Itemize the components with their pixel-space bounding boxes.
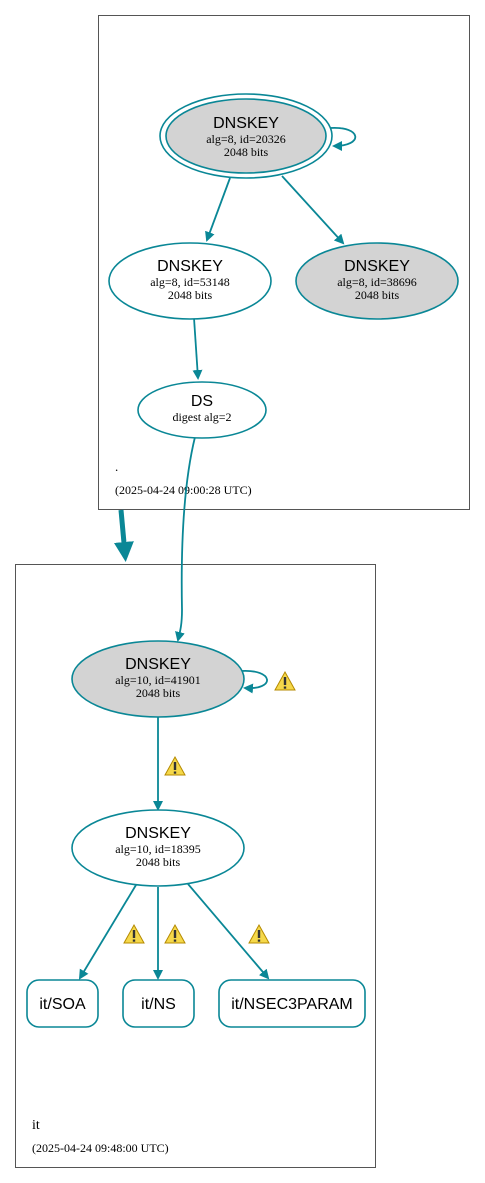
svg-text:2048 bits: 2048 bits [136, 686, 181, 700]
edge-ds-to-it-ksk [175, 436, 196, 642]
node-it-ns[interactable]: it/NS [122, 979, 195, 1028]
svg-text:alg=8, id=20326: alg=8, id=20326 [206, 132, 286, 146]
svg-text:DS: DS [191, 393, 213, 410]
zone-root-name: . [115, 459, 118, 474]
zone-it-timestamp: (2025-04-24 09:48:00 UTC) [32, 1141, 169, 1155]
node-root-ksk[interactable]: DNSKEY alg=8, id=20326 2048 bits [159, 93, 333, 179]
svg-text:DNSKEY: DNSKEY [213, 115, 279, 132]
node-root-zsk[interactable]: DNSKEY alg=8, id=53148 2048 bits [108, 242, 272, 320]
svg-text:2048 bits: 2048 bits [168, 288, 213, 302]
edge-it-ksk-self [240, 670, 268, 694]
edge-ksk-self [329, 127, 357, 151]
edge-zsk-to-ds [192, 317, 203, 380]
edge-ksk-to-zsk [205, 177, 231, 242]
node-it-nsec3param[interactable]: it/NSEC3PARAM [218, 979, 366, 1028]
node-it-soa[interactable]: it/SOA [26, 979, 99, 1028]
warning-icon [274, 671, 296, 691]
edge-ksk-to-key3 [281, 175, 345, 245]
svg-text:2048 bits: 2048 bits [355, 288, 400, 302]
svg-text:it/NSEC3PARAM: it/NSEC3PARAM [231, 996, 353, 1013]
svg-text:alg=8, id=53148: alg=8, id=53148 [150, 275, 230, 289]
zone-it-box [15, 564, 376, 1168]
svg-text:DNSKEY: DNSKEY [344, 258, 410, 275]
edge-it-zsk-to-soa [78, 884, 137, 980]
edge-it-zsk-to-nsec3param [187, 883, 270, 980]
svg-text:DNSKEY: DNSKEY [125, 825, 191, 842]
svg-text:2048 bits: 2048 bits [136, 855, 181, 869]
svg-text:alg=10, id=18395: alg=10, id=18395 [115, 842, 201, 856]
warning-icon [123, 924, 145, 944]
svg-text:alg=8, id=38696: alg=8, id=38696 [337, 275, 417, 289]
node-it-ksk[interactable]: DNSKEY alg=10, id=41901 2048 bits [71, 640, 245, 718]
svg-text:digest alg=2: digest alg=2 [172, 410, 231, 424]
zone-root-box [98, 15, 470, 510]
node-it-zsk[interactable]: DNSKEY alg=10, id=18395 2048 bits [71, 809, 245, 887]
svg-text:DNSKEY: DNSKEY [157, 258, 223, 275]
warning-icon [164, 924, 186, 944]
svg-text:2048 bits: 2048 bits [224, 145, 269, 159]
warning-icon [164, 756, 186, 776]
warning-icon [248, 924, 270, 944]
svg-text:it/SOA: it/SOA [39, 996, 86, 1013]
node-root-ds[interactable]: DS digest alg=2 [137, 381, 267, 439]
zone-root-timestamp: (2025-04-24 09:00:28 UTC) [115, 483, 252, 497]
svg-text:it/NS: it/NS [141, 996, 176, 1013]
edge-zone-delegation [113, 509, 134, 562]
zone-it-name: it [32, 1118, 40, 1133]
node-root-key3[interactable]: DNSKEY alg=8, id=38696 2048 bits [295, 242, 459, 320]
svg-text:DNSKEY: DNSKEY [125, 656, 191, 673]
svg-text:alg=10, id=41901: alg=10, id=41901 [115, 673, 201, 687]
